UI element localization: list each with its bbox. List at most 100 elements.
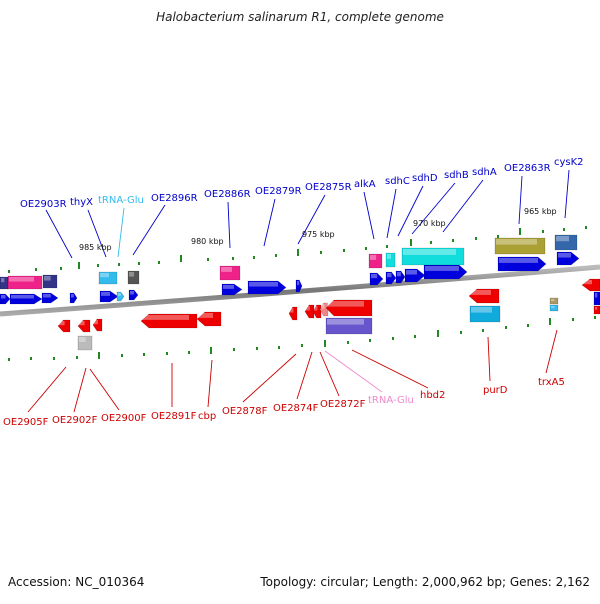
gene-feature-oe2872f[interactable] <box>325 299 373 317</box>
gene-feature[interactable] <box>581 278 600 292</box>
gene-feature[interactable] <box>549 304 559 312</box>
gene-feature-oe2875r[interactable] <box>295 279 303 293</box>
scale-tick <box>180 255 182 262</box>
leader-oe2903r <box>45 209 73 259</box>
gene-feature[interactable] <box>77 335 93 351</box>
trna-feature-glu-bottom[interactable] <box>319 302 329 317</box>
gene-label-purd[interactable]: purD <box>483 385 508 396</box>
gene-label-sdhd[interactable]: sdhD <box>412 173 438 184</box>
gene-feature[interactable] <box>312 304 322 319</box>
gene-feature[interactable] <box>127 270 140 285</box>
gene-label-alka[interactable]: alkA <box>354 179 376 190</box>
gene-feature[interactable] <box>41 292 59 304</box>
gene-label-oe2891f[interactable]: OE2891F <box>151 411 197 422</box>
leader-oe2896r <box>132 204 166 256</box>
gene-label-oe2874f[interactable]: OE2874F <box>273 403 319 414</box>
gene-label-oe2886r[interactable]: OE2886R <box>204 189 251 200</box>
gene-feature[interactable] <box>99 290 119 303</box>
genome-backbone <box>0 264 600 317</box>
gene-label-oe2879r[interactable]: OE2879R <box>255 186 302 197</box>
scale-tick <box>365 247 367 250</box>
gene-feature-oe2905f[interactable] <box>57 319 71 333</box>
gene-label-cbp[interactable]: cbp <box>198 411 216 422</box>
label-leader-lines <box>27 169 570 413</box>
gene-label-sdha[interactable]: sdhA <box>472 167 497 178</box>
gene-label-sdhb[interactable]: sdhB <box>444 170 469 181</box>
gene-label-oe2863r[interactable]: OE2863R <box>504 163 551 174</box>
scale-tick <box>437 330 439 337</box>
leader-oe2875r <box>297 194 326 245</box>
gene-label-oe2905f[interactable]: OE2905F <box>3 417 49 428</box>
gene-feature-oe2891f[interactable] <box>140 313 198 329</box>
scale-tick <box>233 348 235 351</box>
scale-tick <box>320 251 322 254</box>
gene-label-oe2903r[interactable]: OE2903R <box>20 199 67 210</box>
gene-feature-oe2879r[interactable] <box>247 280 287 295</box>
gene-feature-sdhd[interactable] <box>395 270 406 284</box>
scale-tick <box>78 262 80 269</box>
gene-feature[interactable] <box>0 276 9 290</box>
scale-tick <box>98 352 100 359</box>
gene-label-oe2872f[interactable]: OE2872F <box>320 399 366 410</box>
gene-feature[interactable] <box>9 293 43 305</box>
gene-feature[interactable] <box>593 291 600 306</box>
leader-trna-glu-bottom <box>324 350 383 393</box>
gene-feature-trxa5[interactable] <box>549 297 559 305</box>
gene-label-thyx[interactable]: thyX <box>70 197 93 208</box>
gene-feature-sdhc[interactable] <box>385 271 397 285</box>
gene-feature[interactable] <box>98 271 118 285</box>
gene-label-cysk2[interactable]: cysK2 <box>554 157 584 168</box>
gene-feature[interactable] <box>7 275 43 290</box>
gene-feature[interactable] <box>469 305 501 323</box>
gene-label-oe2902f[interactable]: OE2902F <box>52 415 98 426</box>
gene-feature[interactable] <box>42 274 58 289</box>
gene-label-oe2878f[interactable]: OE2878F <box>222 406 268 417</box>
scale-tick <box>324 340 326 347</box>
gene-label-oe2900f[interactable]: OE2900F <box>101 413 147 424</box>
gene-label-hbd2[interactable]: hbd2 <box>420 390 445 401</box>
gene-feature-oe2902f[interactable] <box>77 319 91 333</box>
gene-label-oe2896r[interactable]: OE2896R <box>151 193 198 204</box>
gene-feature-sdhb[interactable] <box>404 268 426 283</box>
gene-feature[interactable] <box>593 305 600 315</box>
gene-features <box>0 234 600 351</box>
scale-tick <box>301 344 303 347</box>
gene-feature-cysk2[interactable] <box>556 251 580 266</box>
gene-feature[interactable] <box>219 265 241 281</box>
gene-feature-thyx[interactable] <box>69 292 78 304</box>
gene-feature-oe2878f[interactable] <box>288 306 298 321</box>
scale-tick <box>585 226 587 229</box>
gene-feature-oe2863r[interactable] <box>497 256 547 272</box>
gene-feature-oe2896r[interactable] <box>128 289 139 301</box>
scale-tick <box>347 341 349 344</box>
gene-feature-hbd2[interactable] <box>325 317 373 335</box>
gene-feature-oe2900f[interactable] <box>92 318 103 332</box>
gene-feature-oe2874f[interactable] <box>304 304 315 319</box>
gene-label-sdhc[interactable]: sdhC <box>385 176 410 187</box>
gene-feature-cbp[interactable] <box>196 311 222 327</box>
trna-feature-glu-top[interactable] <box>116 291 125 302</box>
gene-feature-oe2903r[interactable] <box>0 293 11 305</box>
gene-feature[interactable] <box>554 234 578 251</box>
gene-label-oe2875r[interactable]: OE2875R <box>305 182 352 193</box>
leader-oe2874f <box>296 351 313 400</box>
trna-label-glu-top[interactable]: tRNA-Glu <box>98 195 144 206</box>
scale-tick <box>343 249 345 252</box>
leader-oe2872f <box>319 351 340 397</box>
gene-feature-oe2886r[interactable] <box>221 283 243 296</box>
accession-text: Accession: NC_010364 <box>8 575 145 589</box>
gene-feature[interactable] <box>401 247 465 266</box>
trna-label-glu-bottom[interactable]: tRNA-Glu <box>368 395 414 406</box>
gene-feature[interactable] <box>385 252 396 268</box>
gene-feature-purd[interactable] <box>468 288 500 304</box>
leader-sdhd <box>397 185 424 237</box>
leader-cysk2 <box>564 169 570 219</box>
gene-label-trxa5[interactable]: trxA5 <box>538 377 565 388</box>
gene-feature[interactable] <box>494 237 546 255</box>
gene-feature-sdha[interactable] <box>423 264 468 280</box>
gene-feature[interactable] <box>368 253 383 269</box>
gene-feature-alka[interactable] <box>369 272 384 286</box>
scale-tick <box>207 258 209 261</box>
